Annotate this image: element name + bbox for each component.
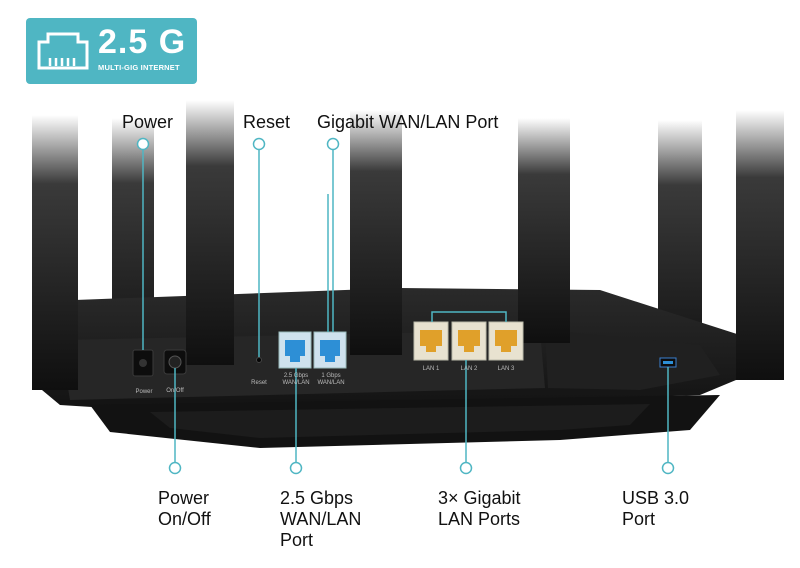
multi-gig-badge bbox=[26, 18, 197, 84]
device-label-power: Power bbox=[135, 389, 153, 395]
callout-gigabit-wan-lan: Gigabit WAN/LAN Port bbox=[317, 112, 499, 132]
badge-title: 2.5 G bbox=[98, 23, 187, 61]
device-label-onoff: On/Off bbox=[166, 388, 184, 394]
device-label-lan3: LAN 3 bbox=[497, 366, 515, 372]
callout-wan-25g: 2.5 Gbps WAN/LAN Port bbox=[280, 488, 362, 550]
device-label-reset: Reset bbox=[251, 380, 267, 386]
device-label-lan1: LAN 1 bbox=[422, 366, 440, 372]
antenna-front-2 bbox=[186, 100, 234, 365]
callout-power-onoff: Power On/Off bbox=[158, 488, 211, 529]
callout-lan-ports: 3× Gigabit LAN Ports bbox=[438, 488, 521, 529]
ethernet-port-icon bbox=[37, 32, 89, 70]
antenna-front-5 bbox=[736, 110, 784, 380]
side-panel bbox=[545, 330, 720, 390]
callout-power: Power bbox=[122, 112, 174, 132]
callout-reset: Reset bbox=[243, 112, 291, 132]
antenna-front-1 bbox=[32, 115, 78, 390]
antenna-front-4 bbox=[518, 118, 570, 343]
badge-subtitle: MULTI-GIG INTERNET bbox=[98, 63, 180, 72]
antenna-front-3 bbox=[350, 110, 402, 355]
device-label-lan2: LAN 2 bbox=[460, 366, 478, 372]
reset-pinhole bbox=[256, 357, 262, 363]
callout-usb: USB 3.0 Port bbox=[622, 488, 690, 529]
